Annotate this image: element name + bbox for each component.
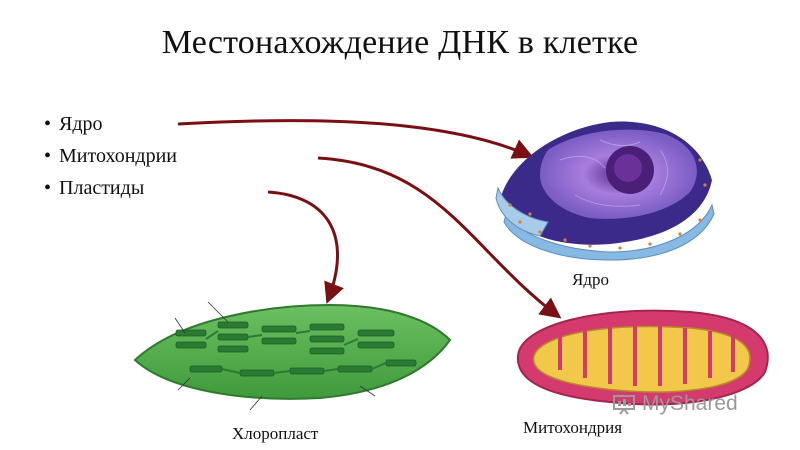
bullet-nucleus: Ядро bbox=[44, 108, 177, 140]
chloroplast-caption: Хлоропласт bbox=[232, 424, 319, 443]
myshared-watermark: MyShared bbox=[612, 392, 738, 416]
presentation-board-icon bbox=[613, 395, 635, 415]
mitochondrion-illustration bbox=[516, 309, 769, 406]
slide-title: Местонахождение ДНК в клетке bbox=[161, 24, 639, 61]
chloroplast-illustration bbox=[133, 301, 452, 411]
location-list: Ядро Митохондрии Пластиды bbox=[44, 108, 177, 204]
watermark-text: MyShared bbox=[642, 392, 738, 415]
mitochondrion-caption: Митохондрия bbox=[523, 418, 623, 437]
bullet-mitochondria: Митохондрии bbox=[44, 140, 177, 172]
arrow-to-mitochondrion bbox=[317, 156, 562, 319]
nucleus-caption: Ядро bbox=[572, 270, 609, 289]
nucleus-illustration bbox=[495, 121, 715, 261]
arrow-to-nucleus bbox=[177, 119, 534, 159]
arrow-to-chloroplast bbox=[267, 190, 344, 304]
bullet-plastids: Пластиды bbox=[44, 172, 177, 204]
